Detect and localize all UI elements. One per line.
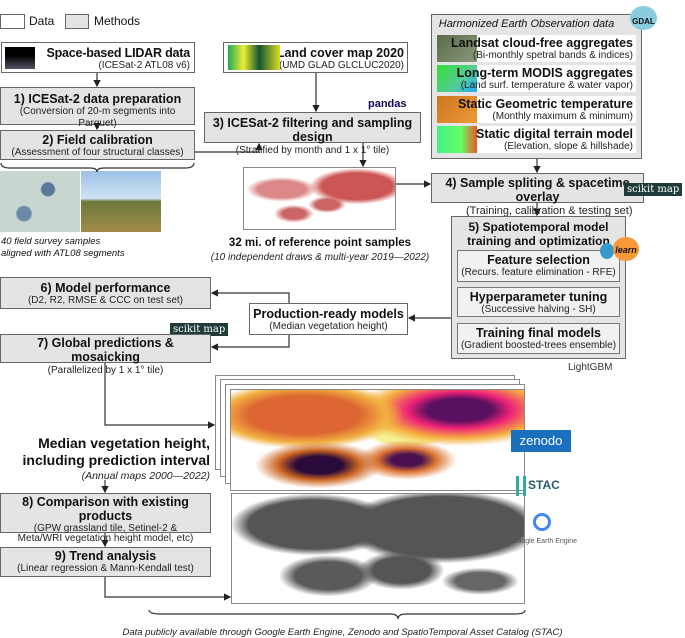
landcover-title: Land cover map 2020 bbox=[276, 46, 404, 60]
final-models-box: Training final models(Gradient boosted-t… bbox=[457, 323, 620, 354]
lidar-title: Space-based LIDAR data bbox=[46, 46, 190, 60]
step8-sub: (GPW grassland tile, Setinel-2 & Meta/WR… bbox=[17, 522, 194, 545]
landcover-sub: (UMD GLAD GLCLUC2020) bbox=[278, 60, 404, 72]
production-models-box: Production-ready models (Median vegetati… bbox=[249, 303, 408, 335]
step6-sub: (D2, R2, RMSE & CCC on test set) bbox=[27, 295, 184, 307]
gee-icon bbox=[533, 513, 551, 531]
gee-logo: Google Earth Engine bbox=[512, 538, 577, 545]
sklearn-logo: learn bbox=[613, 237, 639, 261]
heo-item-dtm: Static digital terrain model(Elevation, … bbox=[437, 126, 636, 153]
heo-item-landsat: Landsat cloud-free aggregates(Bi-monthly… bbox=[437, 35, 636, 62]
heo-item-temperature: Static Geometric temperature(Monthly max… bbox=[437, 96, 636, 123]
scikit-map-logo: scikit map bbox=[624, 183, 683, 196]
sklearn-logo-blue bbox=[600, 243, 614, 259]
heo-item-sub: (Monthly maximum & minimum) bbox=[492, 111, 633, 123]
sub-sub: (Gradient boosted-trees ensemble) bbox=[460, 340, 617, 352]
heo-item-title: Static digital terrain model bbox=[476, 127, 633, 141]
step1-sub: (Conversion of 20-m segments into Parque… bbox=[19, 106, 176, 129]
legend-data-label: Data bbox=[29, 14, 55, 28]
sub-title: Feature selection bbox=[487, 253, 590, 267]
heo-item-modis: Long-term MODIS aggregates(Land surf. te… bbox=[437, 65, 636, 92]
legend-data-swatch bbox=[0, 14, 25, 29]
landsat-thumbnail bbox=[437, 35, 477, 62]
step8-title: 8) Comparison with existing products bbox=[22, 495, 189, 524]
satellite-image bbox=[5, 47, 35, 69]
step2-title: 2) Field calibration bbox=[42, 133, 153, 147]
heo-item-sub: (Bi-monthly spetral bands & indices) bbox=[472, 50, 633, 62]
sub-title: Training final models bbox=[475, 326, 602, 340]
heo-box: Harmonized Earth Observation data Landsa… bbox=[431, 14, 642, 159]
legend-methods-label: Methods bbox=[94, 14, 141, 28]
step3-box: 3) ICESat-2 filtering and sampling desig… bbox=[204, 112, 421, 156]
lightgbm-logo: LightGBM bbox=[568, 362, 613, 373]
sub-title: Hyperparameter tuning bbox=[469, 290, 608, 304]
dtm-thumbnail bbox=[437, 126, 477, 153]
heo-item-sub: (Elevation, slope & hillshade) bbox=[504, 141, 633, 153]
step8-box: 8) Comparison with existing products (GP… bbox=[0, 493, 211, 544]
sub-sub: (Successive halving - SH) bbox=[481, 304, 596, 316]
modis-thumbnail bbox=[437, 65, 477, 92]
stac-logo: STAC bbox=[528, 478, 560, 492]
trend-map bbox=[231, 493, 525, 604]
legend-methods-swatch bbox=[65, 14, 89, 29]
step2-box: 2) Field calibration (Assessment of four… bbox=[0, 130, 195, 160]
step6-box: 6) Model performance (D2, R2, RMSE & CCC… bbox=[0, 277, 211, 309]
aerial-photo bbox=[0, 171, 80, 232]
step4-sub: (Training, calibration & testing set) bbox=[466, 204, 633, 217]
step9-sub: (Linear regression & Mann-Kendall test) bbox=[17, 563, 194, 575]
step7-sub: (Parallelized by 1 x 1° tile) bbox=[47, 364, 164, 376]
output-title: Median vegetation height, including pred… bbox=[22, 435, 210, 468]
step7-box: 7) Global predictions & mosaicking (Para… bbox=[0, 334, 211, 376]
gdal-logo: GDAL bbox=[630, 6, 657, 30]
samples-sub: (10 independent draws & multi-year 2019—… bbox=[210, 252, 430, 263]
heo-item-title: Static Geometric temperature bbox=[457, 97, 633, 111]
step2-sub: (Assessment of four structural classes) bbox=[11, 147, 184, 159]
step3-sub: (Stratified by month and 1 x 1° tile) bbox=[235, 144, 390, 156]
temperature-thumbnail bbox=[437, 96, 477, 123]
step1-title: 1) ICESat-2 data preparation bbox=[13, 92, 182, 106]
heo-item-title: Landsat cloud-free aggregates bbox=[451, 36, 633, 50]
landcover-data-box: Land cover map 2020 (UMD GLAD GLCLUC2020… bbox=[223, 42, 408, 73]
field-photo bbox=[81, 171, 161, 232]
production-sub: (Median vegetation height) bbox=[269, 321, 388, 333]
production-title: Production-ready models bbox=[253, 307, 404, 321]
pandas-logo: pandas bbox=[368, 98, 407, 110]
step5-title: 5) Spatiotemporal model training and opt… bbox=[467, 220, 610, 248]
step9-title: 9) Trend analysis bbox=[54, 549, 157, 563]
vegetation-height-map bbox=[230, 389, 525, 491]
sub-sub: (Recurs. feature elimination - RFE) bbox=[461, 267, 616, 279]
step4-box: 4) Sample spliting & spacetime overlay (… bbox=[431, 173, 644, 217]
samples-title: 32 mi. of reference point samples bbox=[228, 237, 412, 249]
zenodo-logo: zenodo bbox=[511, 430, 571, 452]
field-caption: 40 field survey samples aligned with ATL… bbox=[1, 236, 125, 259]
landcover-thumbnail bbox=[228, 45, 280, 70]
hyperparameter-box: Hyperparameter tuning(Successive halving… bbox=[457, 287, 620, 317]
step6-title: 6) Model performance bbox=[40, 281, 171, 295]
heo-item-title: Long-term MODIS aggregates bbox=[456, 66, 633, 80]
lidar-data-box: Space-based LIDAR data (ICESat-2 ATL08 v… bbox=[1, 42, 195, 73]
scikit-map-logo: scikit map bbox=[170, 323, 229, 336]
step5-box: 5) Spatiotemporal model training and opt… bbox=[451, 216, 626, 359]
step4-title: 4) Sample spliting & spacetime overlay bbox=[445, 176, 630, 205]
heo-item-sub: (Land surf. temperature & water vapor) bbox=[460, 80, 633, 92]
stac-icon bbox=[516, 476, 526, 496]
lidar-sub: (ICESat-2 ATL08 v6) bbox=[98, 60, 190, 72]
sample-points-map bbox=[243, 167, 396, 230]
footer-caption: Data publicly available through Google E… bbox=[122, 627, 563, 638]
feature-selection-box: Feature selection(Recurs. feature elimin… bbox=[457, 250, 620, 282]
output-sub: (Annual maps 2000—2022) bbox=[81, 470, 210, 482]
heo-title: Harmonized Earth Observation data bbox=[438, 18, 615, 30]
step7-title: 7) Global predictions & mosaicking bbox=[37, 336, 174, 365]
step3-title: 3) ICESat-2 filtering and sampling desig… bbox=[212, 116, 413, 145]
step1-box: 1) ICESat-2 data preparation (Conversion… bbox=[0, 87, 195, 129]
step9-box: 9) Trend analysis (Linear regression & M… bbox=[0, 547, 211, 577]
